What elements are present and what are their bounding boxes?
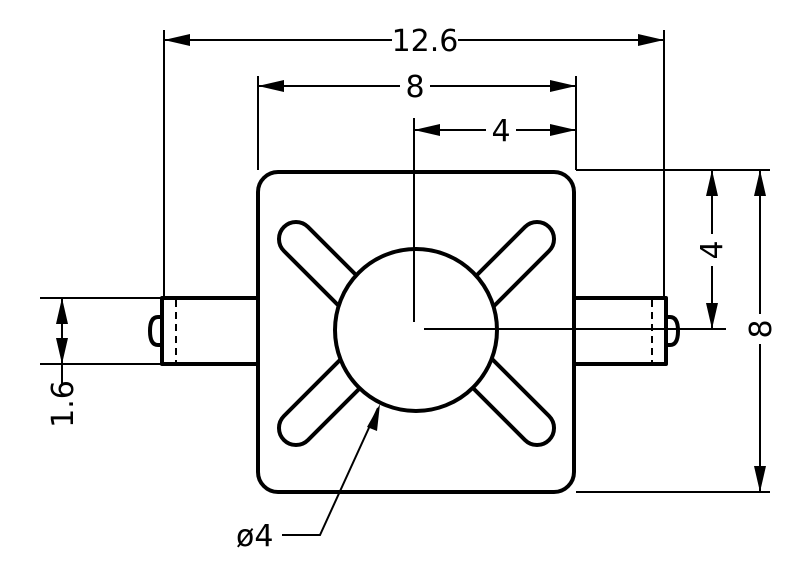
dim-pin-height: 1.6	[46, 380, 81, 428]
dim-half-height: 4	[695, 240, 730, 259]
dimension-labels: 12.6 8 4 4 8 1.6 ø4	[46, 24, 779, 554]
extension-lines	[40, 30, 770, 493]
dim-dome-diameter: ø4	[236, 519, 273, 554]
left-pin-bump	[148, 315, 164, 347]
label-masks	[392, 22, 778, 344]
dim-half-width: 4	[491, 114, 510, 149]
dimension-lines	[56, 34, 766, 536]
dim-body-height: 8	[744, 319, 779, 338]
dim-overall-width: 12.6	[392, 24, 459, 59]
right-pin-bump	[664, 315, 680, 347]
part-geometry	[148, 170, 680, 494]
dim-body-width: 8	[405, 70, 424, 105]
